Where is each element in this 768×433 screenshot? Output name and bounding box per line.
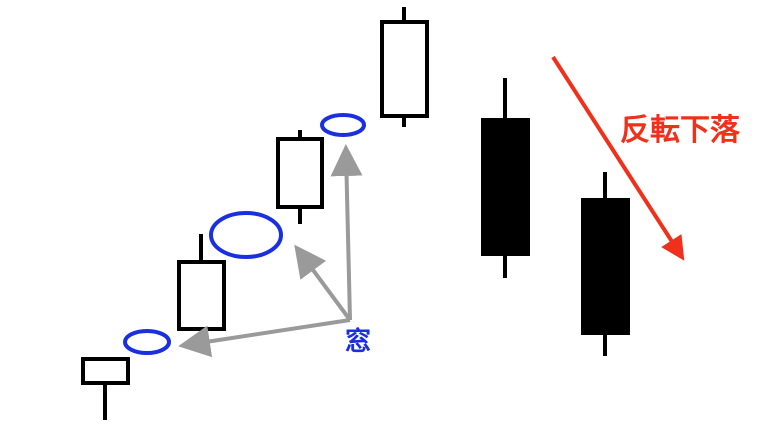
gap-marker-3 xyxy=(320,113,366,137)
gap-arrow-1 xyxy=(178,318,351,358)
reversal-label: 反転下落 xyxy=(620,113,741,148)
candle-3-bullish xyxy=(276,130,324,224)
candle-1-bullish xyxy=(81,357,130,420)
candle-5-bearish xyxy=(481,78,530,278)
reversal-arrow xyxy=(551,55,685,261)
candle-4-bullish xyxy=(380,7,429,127)
gap-label: 窓 xyxy=(345,326,371,357)
gap-arrow-3 xyxy=(330,144,363,321)
gap-marker-2 xyxy=(209,211,283,259)
gap-marker-1 xyxy=(123,329,171,355)
gap-arrow-2 xyxy=(294,244,352,322)
candle-6-bearish xyxy=(581,172,630,356)
